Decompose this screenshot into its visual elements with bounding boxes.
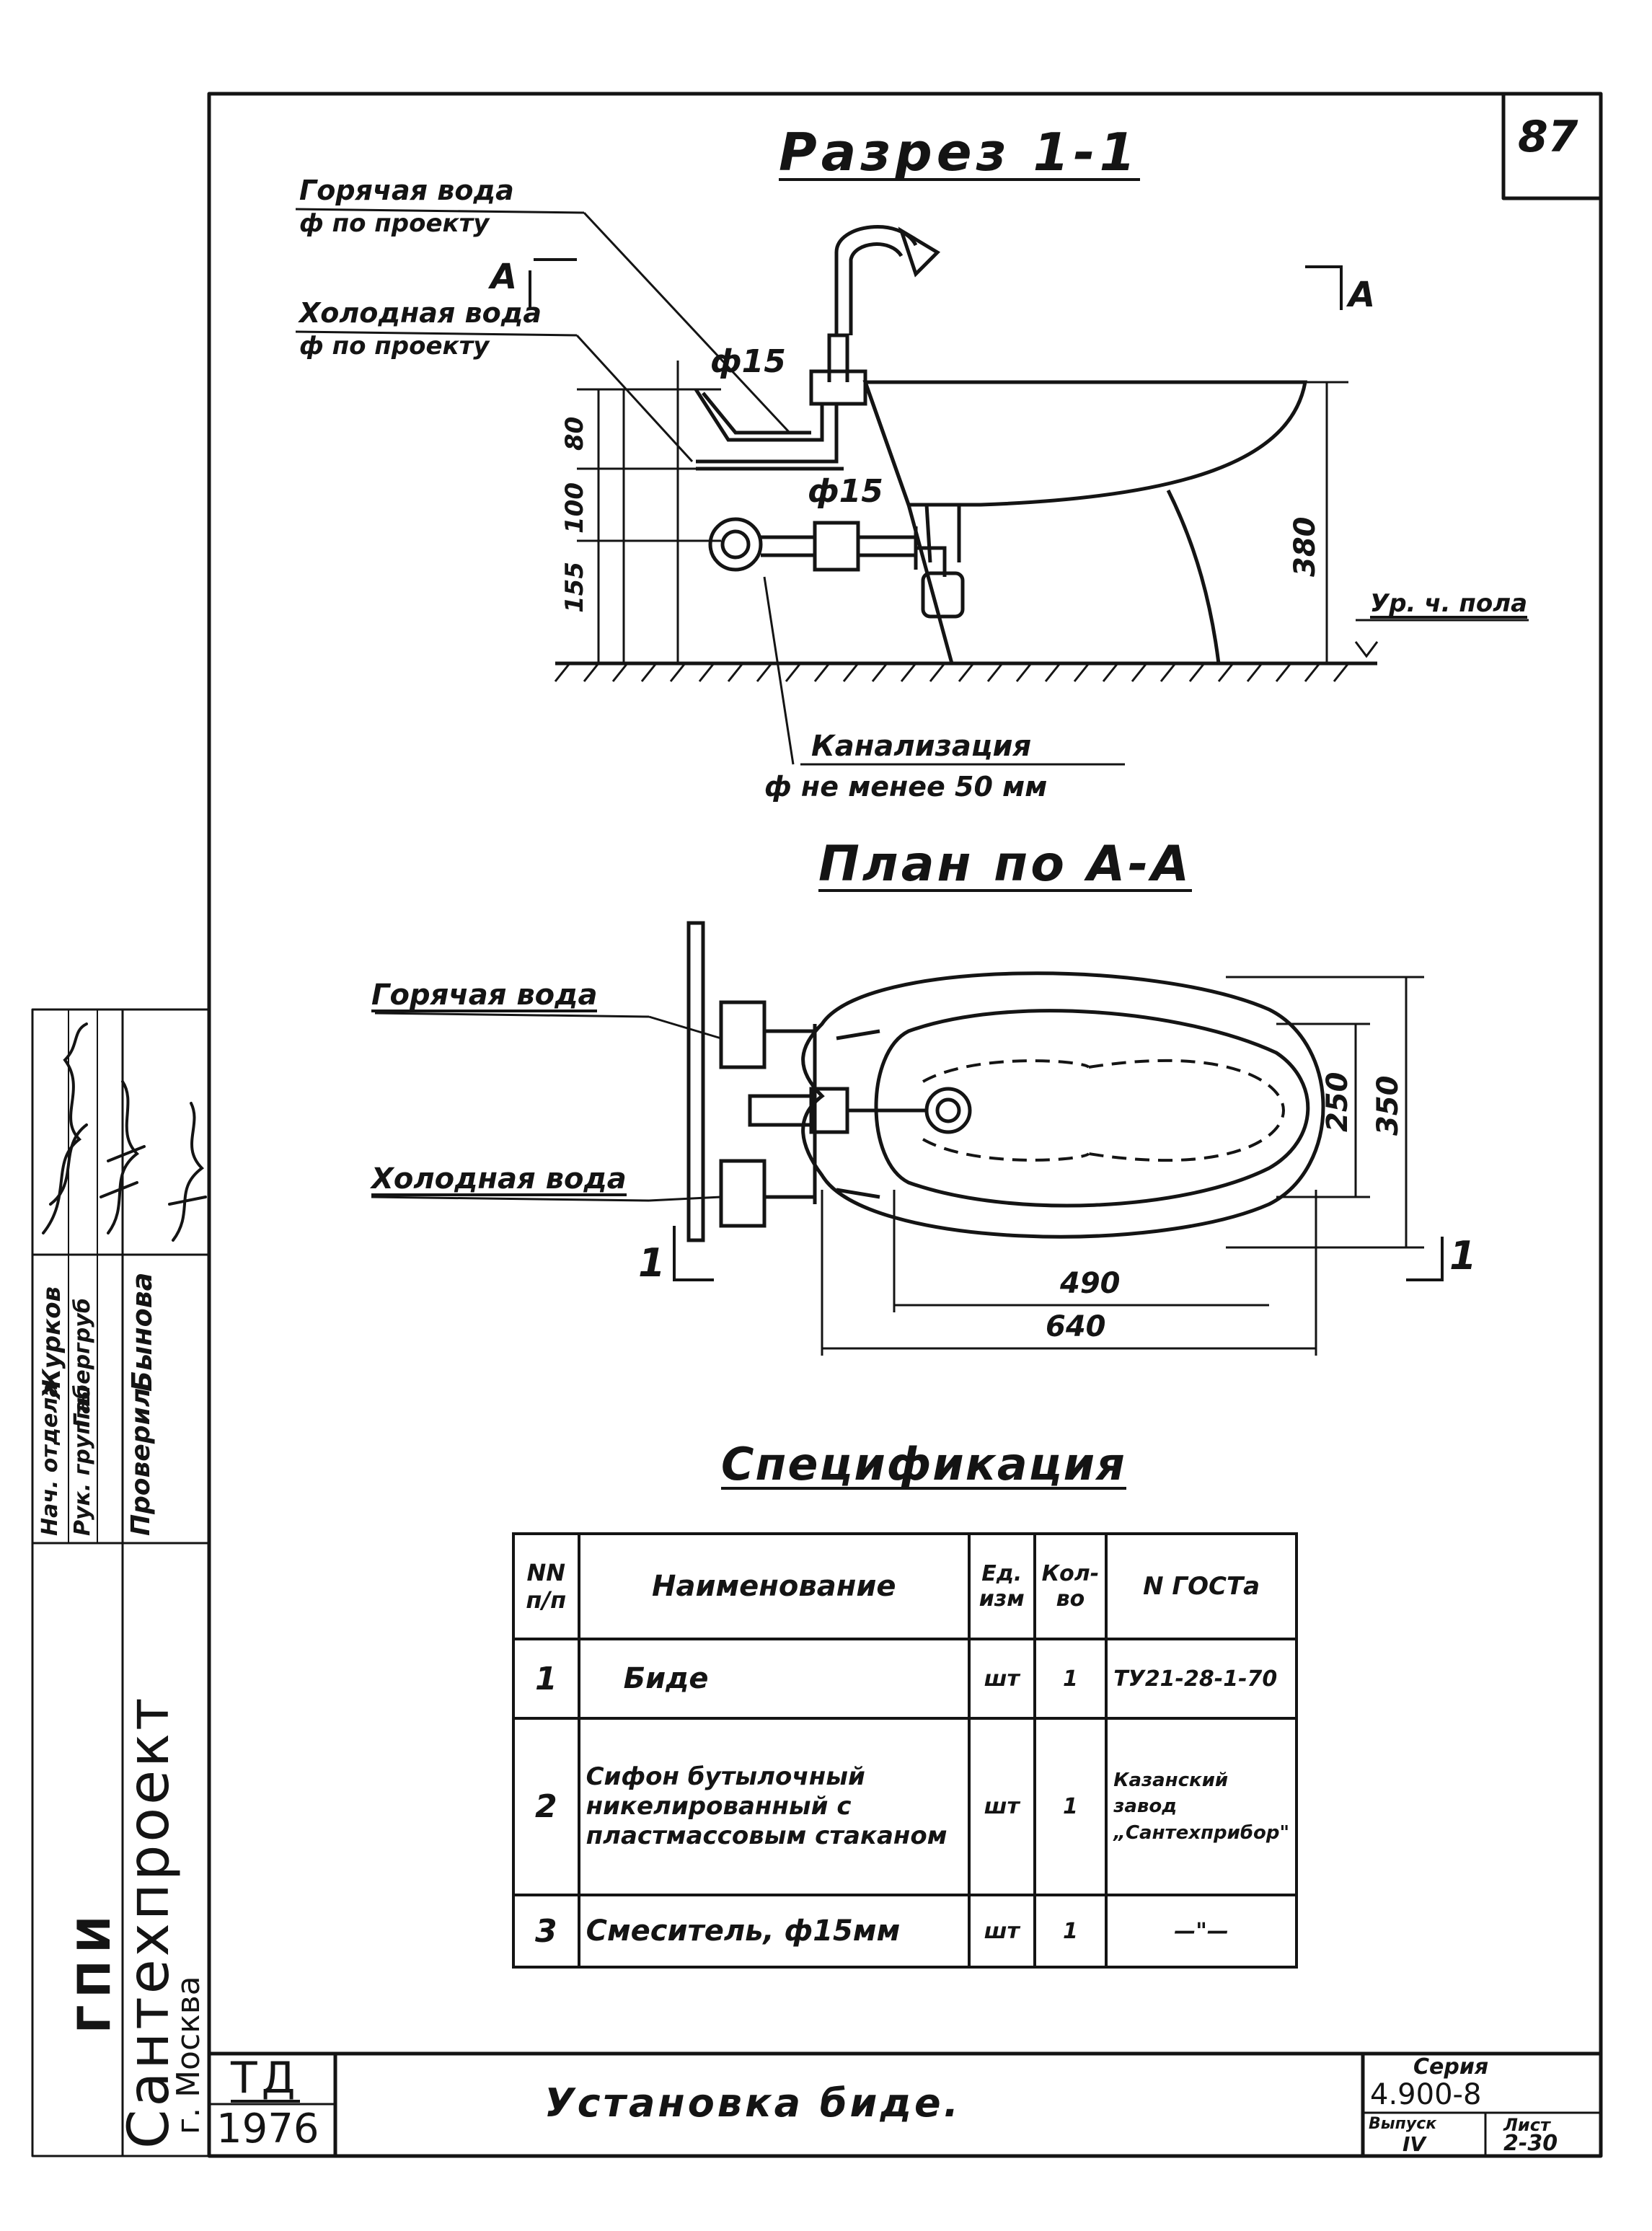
spec-header-row: NN п/п Наименование Ед. изм Кол-во N ГОС… (512, 1532, 1298, 1640)
issue-value: IV (1403, 2132, 1426, 2156)
dim-250: 250 (1321, 1072, 1354, 1133)
org-city: г. Москва (170, 1976, 207, 2134)
dim-640: 640 (1046, 1310, 1106, 1343)
spec-row-name: Смеситель, ф15мм (577, 1894, 971, 1969)
dim-80: 80 (560, 416, 589, 451)
role-head-of-dept: Нач. отдела (37, 1382, 63, 1536)
dim-380: 380 (1289, 516, 1322, 578)
name-group-lead: Габергруб (70, 1298, 95, 1428)
cut-mark-left: А (490, 257, 518, 297)
plan-cut-left: 1 (638, 1240, 666, 1286)
dim-490: 490 (1060, 1267, 1121, 1300)
spec-row-unit: шт (967, 1894, 1036, 1969)
spec-row-qty: 1 (1033, 1894, 1108, 1969)
plan-cold-water-label: Холодная вода (371, 1162, 627, 1196)
hot-water-label: Горячая вода (299, 174, 514, 206)
spec-header-qty: Кол-во (1033, 1532, 1108, 1640)
sheet-label: Лист (1503, 2115, 1550, 2135)
cut-mark-right: А (1348, 275, 1376, 315)
cold-water-label: Холодная вода (299, 297, 542, 329)
spec-header-name: Наименование (577, 1532, 971, 1640)
spec-row-name: Биде (577, 1638, 971, 1720)
cold-water-size: ф по проекту (299, 332, 490, 361)
floor-level-label: Ур. ч. пола (1370, 589, 1528, 619)
spec-header-gost: N ГОСТа (1105, 1532, 1298, 1640)
sewer-label: Канализация (811, 730, 1032, 763)
spec-row-unit: шт (967, 1638, 1036, 1720)
left-stamp-grid (31, 1008, 211, 2157)
pipe-size-top: ф15 (710, 343, 786, 380)
spec-header-no: NN п/п (512, 1532, 580, 1640)
sewer-size: ф не менее 50 мм (764, 771, 1048, 803)
name-checked-by: Бынова (126, 1272, 158, 1392)
drawing-title: Установка биде. (544, 2080, 962, 2126)
stamp-top: ТД (231, 2053, 300, 2103)
sheet-value: 2-30 (1503, 2131, 1558, 2156)
signature-marks (42, 1022, 207, 1242)
dim-100: 100 (560, 482, 589, 534)
hot-water-size: ф по проекту (299, 209, 490, 238)
spec-row-unit: шт (967, 1717, 1036, 1896)
plan-cut-right: 1 (1449, 1233, 1477, 1278)
spec-row-name: Сифон бутылочный никелированный с пластм… (577, 1717, 971, 1896)
spec-header-unit: Ед. изм (967, 1532, 1036, 1640)
plan-hot-water-label: Горячая вода (371, 978, 598, 1012)
spec-row-gost: —"— (1105, 1894, 1298, 1969)
dim-155: 155 (560, 562, 589, 613)
series-value: 4.900-8 (1370, 2078, 1482, 2111)
table-row: 3 Смеситель, ф15мм шт 1 —"— (512, 1894, 1298, 1969)
sheet-number-box (1501, 92, 1603, 200)
series-label: Серия (1413, 2054, 1489, 2080)
pipe-size-bottom: ф15 (808, 473, 883, 510)
spec-row-no: 3 (512, 1894, 580, 1969)
table-row: 2 Сифон бутылочный никелированный с плас… (512, 1717, 1298, 1896)
issue-label: Выпуск (1369, 2115, 1437, 2133)
spec-row-qty: 1 (1033, 1638, 1108, 1720)
org-line1: ГПИ (68, 1908, 120, 2033)
spec-row-gost: Казанский завод „Сантехприбор" (1105, 1717, 1298, 1896)
plan-title: План по А-А (818, 836, 1193, 893)
section-1-1-drawing (295, 208, 1529, 766)
org-line2: Сантехпроект (117, 1695, 182, 2149)
table-row: 1 Биде шт 1 ТУ21-28-1-70 (512, 1638, 1298, 1720)
plan-a-a-drawing (371, 921, 1444, 1356)
section-title: Разрез 1-1 (779, 122, 1140, 182)
spec-row-gost: ТУ21-28-1-70 (1105, 1638, 1298, 1720)
spec-row-qty: 1 (1033, 1717, 1108, 1896)
sheet-number: 87 (1518, 112, 1578, 162)
spec-title: Спецификация (721, 1438, 1126, 1490)
spec-row-no: 1 (512, 1638, 580, 1720)
stamp-year: 1976 (216, 2106, 319, 2152)
spec-row-no: 2 (512, 1717, 580, 1896)
dim-350: 350 (1371, 1075, 1405, 1136)
name-head-of-dept: Журков (37, 1286, 66, 1399)
role-checked-by: Проверил (126, 1387, 156, 1536)
spec-table: NN п/п Наименование Ед. изм Кол-во N ГОС… (512, 1532, 1298, 1969)
